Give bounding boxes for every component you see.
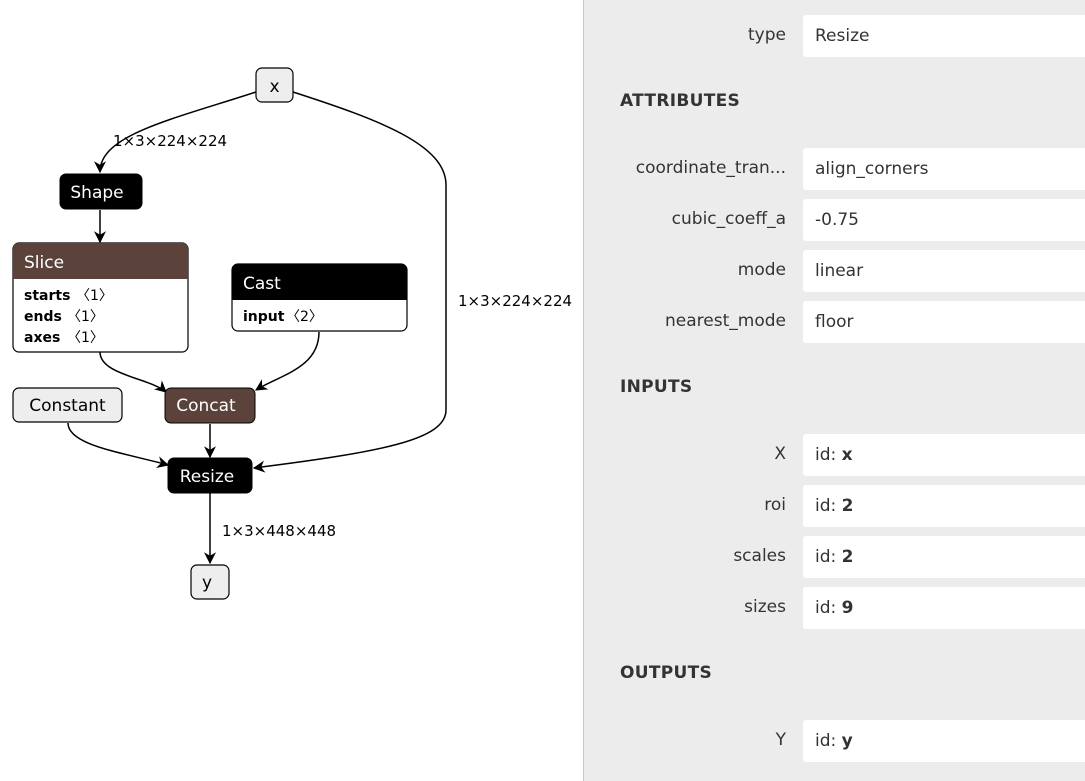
output-row: Y id: y — [584, 720, 1085, 762]
edge-label-resize-y: 1×3×448×448 — [222, 522, 336, 540]
property-type-value[interactable]: Resize — [803, 15, 1085, 57]
output-value[interactable]: id: y — [803, 720, 1085, 762]
node-y[interactable]: y — [190, 564, 230, 600]
input-row: scales id: 2 — [584, 536, 1085, 578]
input-row: X id: x — [584, 434, 1085, 476]
edge-label-x-resize: 1×3×224×224 — [458, 292, 572, 310]
output-id-prefix: id: — [815, 731, 842, 751]
attribute-row: nearest_mode floor — [584, 301, 1085, 343]
attribute-label: coordinate_tran... — [635, 158, 786, 178]
graph-canvas[interactable]: 1×3×224×224 1×3×224×224 1×3×448×448 x Sh… — [0, 0, 583, 781]
input-label: X — [774, 444, 786, 464]
edge-x-shape — [94, 91, 257, 174]
attribute-row: mode linear — [584, 250, 1085, 292]
node-shape[interactable]: Shape — [59, 173, 143, 210]
node-resize[interactable]: Resize — [167, 457, 253, 494]
edge-cast-concat — [254, 331, 320, 391]
node-resize-label: Resize — [180, 467, 234, 487]
node-cast-label: Cast — [243, 274, 281, 294]
node-constant-label: Constant — [29, 396, 106, 416]
attribute-row: coordinate_tran... align_corners — [584, 148, 1085, 190]
node-concat[interactable]: Concat — [164, 387, 256, 424]
input-value[interactable]: id: 2 — [803, 485, 1085, 527]
node-y-label: y — [202, 573, 212, 593]
attribute-value[interactable]: linear — [803, 250, 1085, 292]
input-value[interactable]: id: 2 — [803, 536, 1085, 578]
outputs-heading: OUTPUTS — [620, 663, 713, 683]
slice-attr-starts-value: 〈1〉 — [76, 288, 113, 304]
graph-svg: 1×3×224×224 1×3×224×224 1×3×448×448 x Sh… — [12, 67, 572, 600]
input-label: roi — [764, 495, 786, 515]
node-cast[interactable]: Cast input 〈2〉 — [231, 263, 408, 332]
attribute-value[interactable]: align_corners — [803, 148, 1085, 190]
cast-attr-input-value: 〈2〉 — [286, 309, 323, 325]
slice-attr-ends-name: ends — [24, 309, 62, 325]
edge-constant-resize — [67, 422, 170, 468]
edge-x-resize — [252, 91, 447, 473]
input-id-prefix: id: — [815, 445, 842, 465]
property-type: type Resize — [584, 15, 1085, 57]
output-id: y — [841, 731, 853, 751]
slice-attr-axes-value: 〈1〉 — [67, 330, 104, 346]
input-id: x — [841, 445, 853, 465]
input-id-prefix: id: — [815, 496, 842, 516]
slice-attr-ends-value: 〈1〉 — [67, 309, 104, 325]
attribute-value[interactable]: -0.75 — [803, 199, 1085, 241]
attribute-value[interactable]: floor — [803, 301, 1085, 343]
input-row: sizes id: 9 — [584, 587, 1085, 629]
slice-attr-axes-name: axes — [24, 330, 60, 346]
input-row: roi id: 2 — [584, 485, 1085, 527]
input-id-prefix: id: — [815, 547, 842, 567]
cast-attr-input-name: input — [243, 309, 285, 325]
input-id: 9 — [841, 598, 854, 618]
node-shape-label: Shape — [70, 183, 123, 203]
inputs-heading: INPUTS — [620, 377, 693, 397]
node-slice[interactable]: Slice starts 〈1〉 ends 〈1〉 axes 〈1〉 — [12, 242, 189, 353]
edge-label-x-shape: 1×3×224×224 — [113, 132, 227, 150]
node-constant[interactable]: Constant — [12, 387, 123, 423]
node-x[interactable]: x — [255, 67, 294, 103]
input-label: scales — [733, 546, 786, 566]
input-value[interactable]: id: x — [803, 434, 1085, 476]
node-slice-label: Slice — [24, 253, 64, 273]
attribute-label: mode — [737, 260, 786, 280]
node-x-label: x — [269, 77, 279, 97]
output-label: Y — [775, 730, 786, 750]
input-id: 2 — [841, 496, 854, 516]
slice-attr-starts-name: starts — [24, 288, 70, 304]
edge-slice-concat — [99, 351, 167, 393]
input-id-prefix: id: — [815, 598, 842, 618]
attribute-label: cubic_coeff_a — [671, 209, 786, 229]
attribute-label: nearest_mode — [665, 311, 786, 331]
input-label: sizes — [744, 597, 786, 617]
properties-sidebar: type Resize ATTRIBUTES coordinate_tran..… — [583, 0, 1085, 781]
attribute-row: cubic_coeff_a -0.75 — [584, 199, 1085, 241]
attributes-heading: ATTRIBUTES — [620, 91, 741, 111]
property-type-label: type — [748, 25, 786, 45]
input-value[interactable]: id: 9 — [803, 587, 1085, 629]
node-concat-label: Concat — [176, 396, 236, 416]
input-id: 2 — [841, 547, 854, 567]
